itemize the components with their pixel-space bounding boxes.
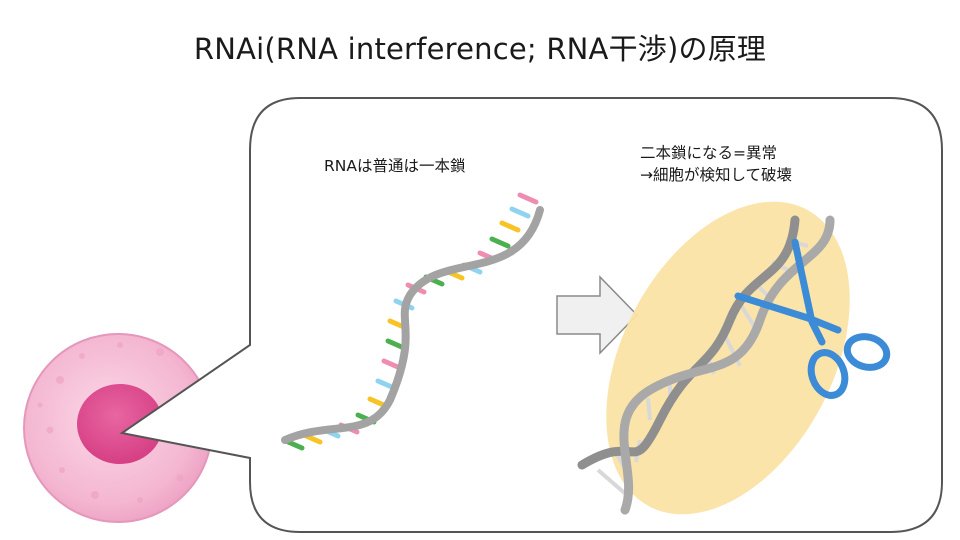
nucleus — [77, 384, 163, 464]
double-strand-label: 二本鎖になる=異常 →細胞が検知して破壊 — [640, 142, 792, 186]
double-strand-label-line2: →細胞が検知して破壊 — [640, 166, 793, 184]
base-pair-rung — [596, 468, 630, 498]
base-tick — [489, 236, 511, 249]
scissors-icon — [734, 238, 891, 399]
base-tick — [517, 192, 539, 205]
single-strand-rna-icon — [281, 192, 544, 451]
base-tick — [499, 220, 521, 233]
base-tick — [509, 206, 531, 219]
single-strand-label: RNAは普通は一本鎖 — [324, 157, 466, 175]
base-tick — [381, 358, 403, 371]
base-pair-rung — [646, 397, 652, 421]
right-arrow-icon — [556, 275, 639, 355]
page-title: RNAi(RNA interference; RNA干渉)の原理 — [193, 32, 767, 66]
double-strand-label-line1: 二本鎖になる=異常 — [640, 144, 777, 162]
